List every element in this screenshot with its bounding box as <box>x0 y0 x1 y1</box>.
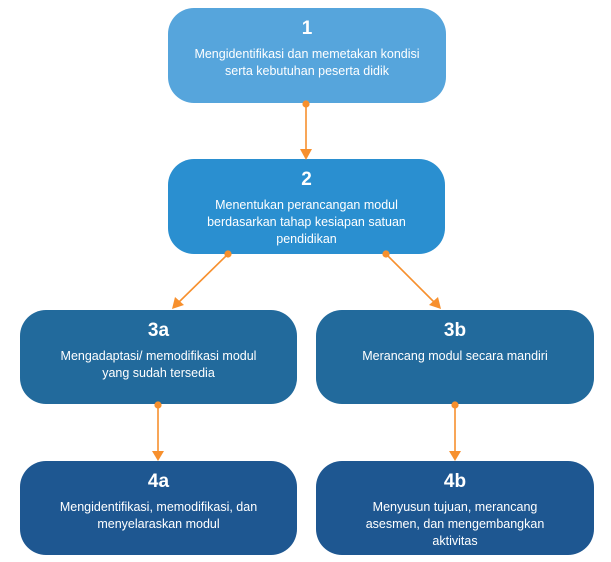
step-1-box: 1 Mengidentifikasi dan memetakan kondisi… <box>168 8 446 103</box>
step-3a-box: 3a Mengadaptasi/ memodifikasi modul yang… <box>20 310 297 404</box>
step-2-box: 2 Menentukan perancangan modul berdasark… <box>168 159 445 254</box>
step-3b-number: 3b <box>443 320 467 341</box>
connector-2-to-3a <box>172 250 232 309</box>
step-4b-box: 4b Menyusun tujuan, merancang asesmen, d… <box>316 461 594 555</box>
step-3a-number: 3a <box>147 320 170 341</box>
step-3b-box: 3b Merancang modul secara mandiri <box>316 310 594 404</box>
step-2-number: 2 <box>301 169 312 190</box>
step-1-number: 1 <box>301 18 313 39</box>
connector-2-to-3b <box>382 250 441 309</box>
step-4b-number: 4b <box>443 471 467 492</box>
step-3a-text: Mengadaptasi/ memodifikasi modul yang su… <box>60 349 257 380</box>
connector-3a-to-4a <box>152 401 164 461</box>
step-3b-text: Merancang modul secara mandiri <box>362 349 548 363</box>
arrowhead-icon <box>449 451 461 461</box>
arrowhead-icon <box>429 297 441 309</box>
step-4a-number: 4a <box>147 471 170 492</box>
step-1-text: Mengidentifikasi dan memetakan kondisi s… <box>194 47 420 78</box>
arrowhead-icon <box>172 297 184 309</box>
connector-3b-to-4b <box>449 401 461 461</box>
connector-1-to-2 <box>300 100 312 160</box>
step-4a-text: Mengidentifikasi, memodifikasi, dan meny… <box>59 500 258 531</box>
arrowhead-icon <box>152 451 164 461</box>
step-4a-box: 4a Mengidentifikasi, memodifikasi, dan m… <box>20 461 297 555</box>
step-4b-text: Menyusun tujuan, merancang asesmen, dan … <box>365 500 545 548</box>
step-2-text: Menentukan perancangan modul berdasarkan… <box>207 198 406 246</box>
